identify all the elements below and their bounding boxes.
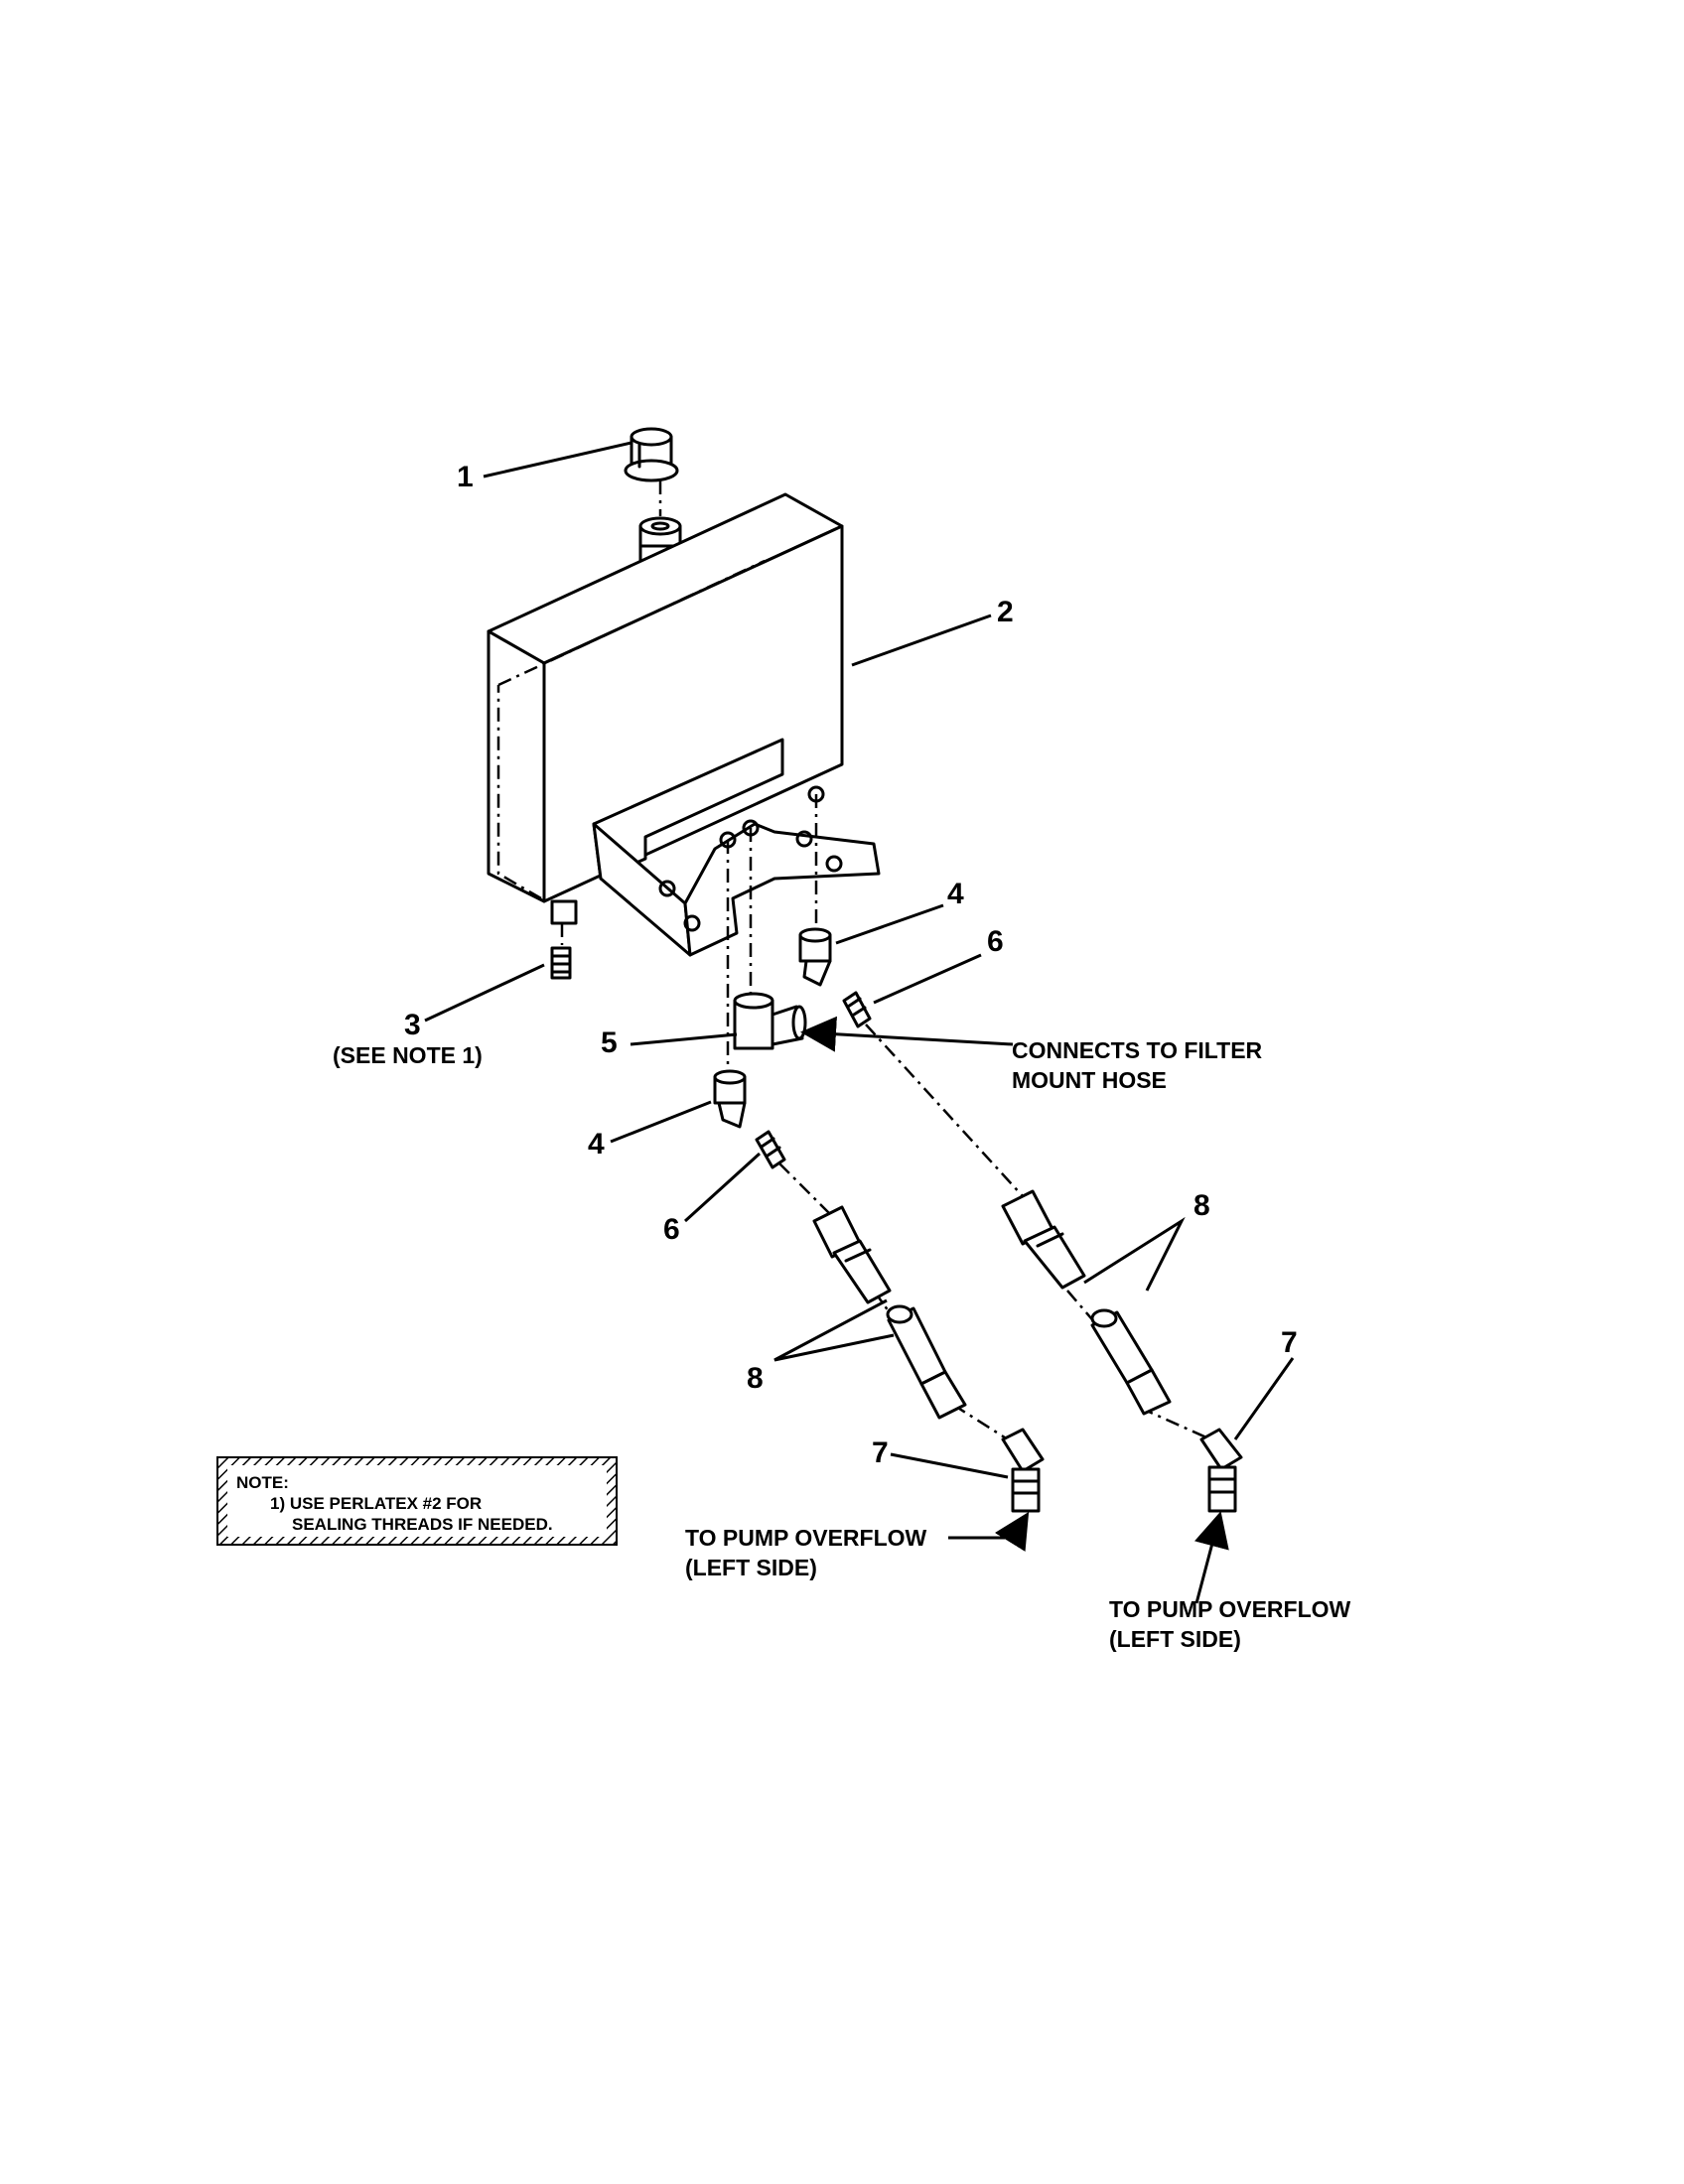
filter-hose-label-line2: MOUNT HOSE	[1012, 1067, 1167, 1093]
callout-5: 5	[601, 1026, 618, 1059]
callout-3: 3	[404, 1009, 421, 1041]
callout-2: 2	[997, 596, 1014, 628]
leader-8-left	[773, 1298, 895, 1362]
hose-end-fitting-right-lower	[1090, 1308, 1172, 1416]
hose-end-fitting-left-lower	[886, 1304, 967, 1420]
cap-part	[624, 427, 679, 482]
pump-overflow-right-line1: TO PUMP OVERFLOW	[1109, 1596, 1351, 1622]
see-note-label: (SEE NOTE 1)	[333, 1042, 483, 1068]
leader-8-right	[1083, 1216, 1186, 1292]
nipple-fitting-upper	[842, 991, 872, 1028]
callout-4-upper: 4	[947, 878, 964, 910]
callout-8-left: 8	[747, 1362, 764, 1395]
pump-overflow-left-line1: TO PUMP OVERFLOW	[685, 1525, 927, 1551]
leader-2	[851, 614, 992, 667]
tee-fitting-part	[733, 992, 807, 1050]
callout-8-right: 8	[1193, 1189, 1210, 1222]
pump-overflow-right-line2: (LEFT SIDE)	[1109, 1626, 1241, 1652]
elbow-fitting-7-right	[1199, 1428, 1243, 1513]
leader-4-lower	[610, 1100, 712, 1144]
callout-7-left: 7	[872, 1436, 889, 1469]
note-line-2: SEALING THREADS IF NEEDED.	[292, 1515, 553, 1534]
callout-6-lower: 6	[663, 1213, 680, 1246]
leader-7-right	[1233, 1357, 1295, 1440]
leader-1	[483, 441, 632, 478]
elbow-fitting-upper	[798, 927, 832, 987]
note-heading: NOTE:	[236, 1473, 289, 1492]
drain-plug-part	[550, 946, 572, 980]
leader-pump-left	[948, 1511, 1030, 1552]
pump-overflow-left-line2: (LEFT SIDE)	[685, 1555, 817, 1580]
callout-6-upper: 6	[987, 925, 1004, 958]
leader-3	[424, 963, 545, 1023]
leader-6-upper	[873, 953, 982, 1005]
hose-end-fitting-left-upper	[812, 1205, 892, 1304]
leader-5	[630, 1032, 738, 1046]
leader-6-lower	[683, 1152, 762, 1223]
reservoir-tank-part	[487, 492, 844, 925]
nipple-fitting-lower	[755, 1130, 786, 1169]
hose-end-fitting-right-upper	[1001, 1189, 1086, 1290]
elbow-fitting-7-left	[1001, 1428, 1045, 1513]
note-box: NOTE: 1) USE PERLATEX #2 FOR SEALING THR…	[216, 1456, 618, 1546]
callout-4-lower: 4	[588, 1128, 605, 1160]
leader-filter-hose	[800, 1016, 1014, 1052]
leader-7-left	[890, 1452, 1009, 1479]
callout-1: 1	[457, 461, 474, 493]
filter-hose-label-line1: CONNECTS TO FILTER	[1012, 1037, 1263, 1063]
leader-4-upper	[835, 903, 944, 945]
callout-7-right: 7	[1281, 1326, 1298, 1359]
mounting-bracket-part	[592, 738, 881, 957]
elbow-fitting-lower	[713, 1069, 747, 1129]
leader-pump-right	[1193, 1511, 1229, 1604]
note-line-1: 1) USE PERLATEX #2 FOR	[270, 1494, 482, 1513]
